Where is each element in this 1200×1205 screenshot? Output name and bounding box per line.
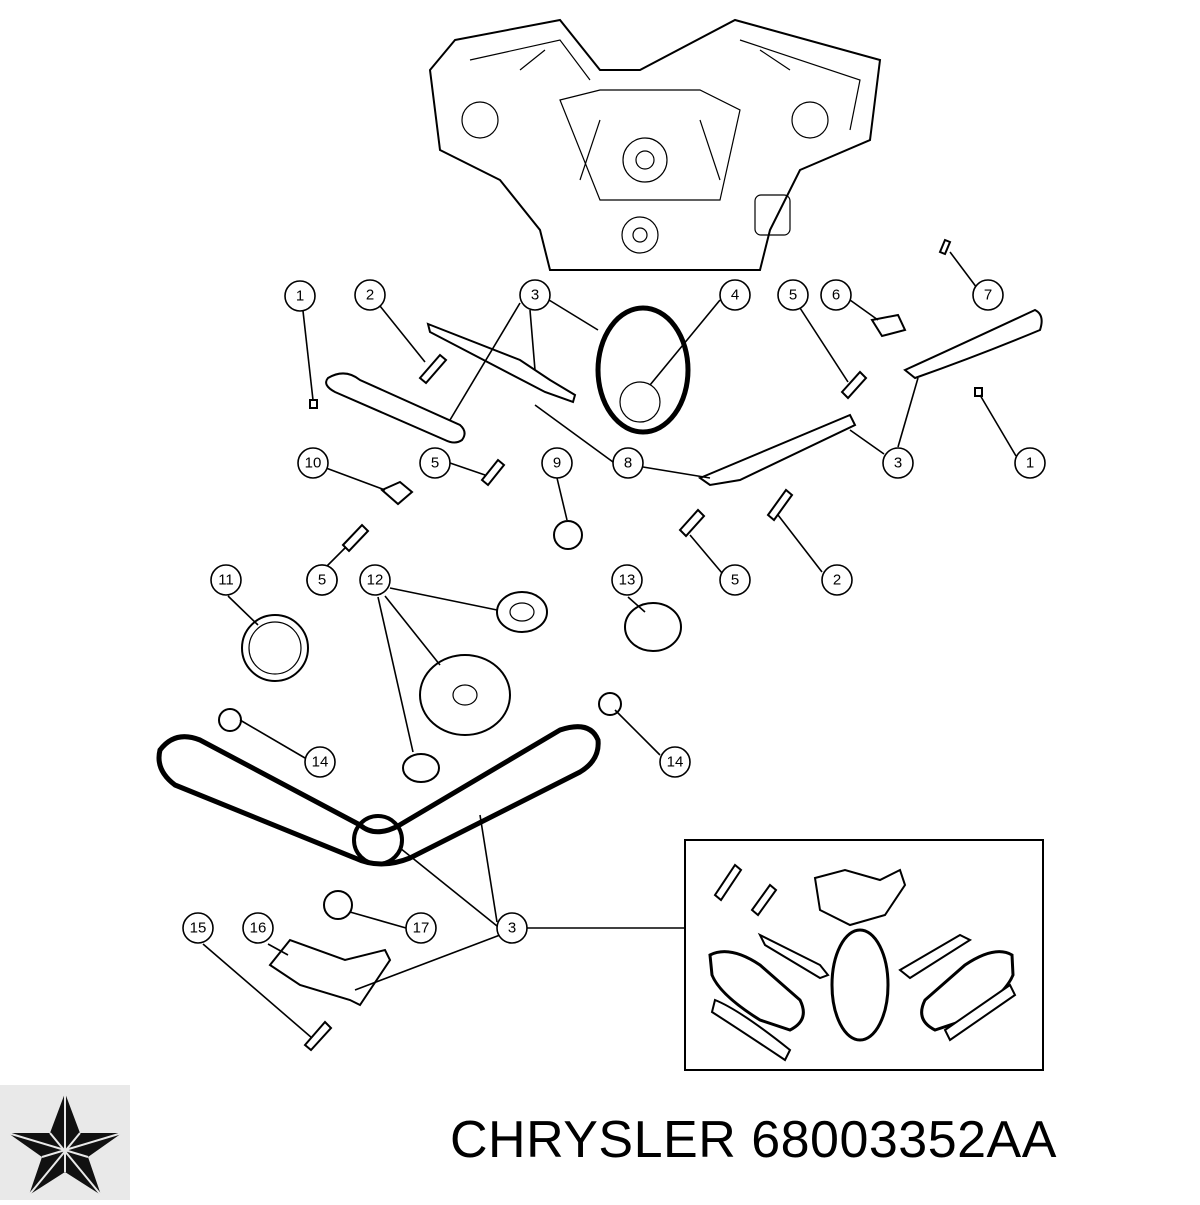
timing-chain-small xyxy=(595,305,691,435)
callout-3-bottom: 3 xyxy=(496,912,528,944)
chrysler-pentastar-logo xyxy=(0,1085,130,1200)
callout-13: 13 xyxy=(611,564,643,596)
bolt-2-left xyxy=(418,353,448,385)
svg-text:6: 6 xyxy=(832,287,840,304)
svg-text:3: 3 xyxy=(894,455,902,472)
kit-inset xyxy=(684,839,1044,1071)
engine-block-illustration xyxy=(428,18,882,271)
bolt-5-top xyxy=(840,370,868,400)
callout-5-top: 5 xyxy=(777,279,809,311)
svg-text:5: 5 xyxy=(731,572,739,589)
bolt-5-lower-left xyxy=(341,523,370,553)
tensioner-16 xyxy=(268,938,392,1007)
leader-lines xyxy=(202,251,1017,1039)
svg-text:4: 4 xyxy=(731,287,739,304)
callout-8: 8 xyxy=(612,447,644,479)
svg-text:3: 3 xyxy=(508,920,516,937)
svg-text:15: 15 xyxy=(190,920,207,937)
svg-text:1: 1 xyxy=(1026,455,1034,472)
callout-11: 11 xyxy=(210,564,242,596)
tensioner-10 xyxy=(380,480,414,506)
callout-15: 15 xyxy=(182,912,214,944)
callout-2-top: 2 xyxy=(354,279,386,311)
washer-14-left xyxy=(218,708,242,732)
callout-6: 6 xyxy=(820,279,852,311)
svg-text:2: 2 xyxy=(833,572,841,589)
tensioner-arm-lower xyxy=(697,413,857,487)
callout-14-right: 14 xyxy=(659,746,691,778)
svg-text:3: 3 xyxy=(531,287,539,304)
callout-14-left: 14 xyxy=(304,746,336,778)
svg-text:8: 8 xyxy=(624,455,632,472)
svg-text:5: 5 xyxy=(431,455,439,472)
sprocket-11 xyxy=(241,614,309,682)
callout-12: 12 xyxy=(359,564,391,596)
chain-guide-left xyxy=(325,372,466,444)
svg-text:7: 7 xyxy=(984,287,992,304)
dowel-pin-1b xyxy=(974,387,983,397)
bolt-5-lower-right xyxy=(678,508,706,538)
svg-text:12: 12 xyxy=(367,572,384,589)
callout-2-right: 2 xyxy=(821,564,853,596)
svg-text:1: 1 xyxy=(296,288,304,305)
callouts: 1 2 3 4 5 6 7 5 3 1 10 5 9 8 5 2 11 5 12… xyxy=(182,279,1046,944)
washer-17 xyxy=(323,890,353,920)
svg-text:5: 5 xyxy=(318,572,326,589)
svg-text:14: 14 xyxy=(667,754,684,771)
callout-4: 4 xyxy=(719,279,751,311)
svg-text:2: 2 xyxy=(366,287,374,304)
callout-1-left: 1 xyxy=(284,280,316,312)
pin-7 xyxy=(938,238,952,256)
washer-9 xyxy=(553,520,583,550)
callout-5-leftmid: 5 xyxy=(306,564,338,596)
svg-text:10: 10 xyxy=(305,455,322,472)
chain-guide-right xyxy=(903,308,1043,380)
dowel-pin-1 xyxy=(309,399,318,409)
part-number-caption: CHRYSLER 68003352AA xyxy=(450,1111,1057,1169)
callout-5-right: 5 xyxy=(719,564,751,596)
bolt-15 xyxy=(303,1020,333,1052)
svg-text:11: 11 xyxy=(218,572,234,589)
callout-3-right: 3 xyxy=(882,447,914,479)
ring-12-bottom xyxy=(402,753,440,783)
bolt-2-right xyxy=(766,488,794,522)
svg-text:9: 9 xyxy=(553,455,561,472)
callout-17: 17 xyxy=(405,912,437,944)
sprocket-12-top xyxy=(496,591,548,633)
callout-7: 7 xyxy=(972,279,1004,311)
bolt-5-mid xyxy=(480,458,506,487)
sensor-6 xyxy=(870,313,907,338)
callout-10: 10 xyxy=(297,447,329,479)
callout-5-mid: 5 xyxy=(419,447,451,479)
svg-text:13: 13 xyxy=(619,572,636,589)
svg-text:17: 17 xyxy=(413,920,430,937)
tensioner-arm-upper xyxy=(426,322,577,404)
callout-16: 16 xyxy=(242,912,274,944)
svg-text:14: 14 xyxy=(312,754,329,771)
callout-1-right: 1 xyxy=(1014,447,1046,479)
sprocket-12-middle xyxy=(419,654,511,736)
sprocket-13 xyxy=(624,602,682,652)
timing-chain-primary xyxy=(156,724,601,867)
callout-9: 9 xyxy=(541,447,573,479)
callout-3-top: 3 xyxy=(519,279,551,311)
svg-text:5: 5 xyxy=(789,287,797,304)
svg-text:16: 16 xyxy=(250,920,267,937)
